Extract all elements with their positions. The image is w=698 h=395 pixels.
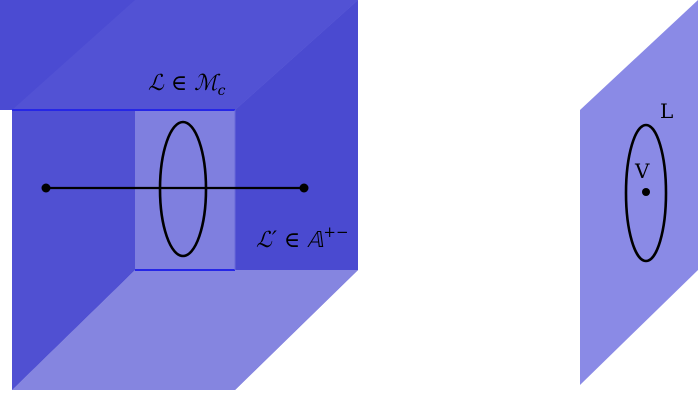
- label-top: ℒ ∈ ℳc: [148, 71, 226, 99]
- line-endpoint-right: [299, 183, 309, 193]
- line-endpoint-left: [41, 183, 51, 193]
- plane-point-label: V: [634, 159, 650, 183]
- plane-loop-label: L: [660, 99, 673, 123]
- loop-ellipse: [158, 120, 208, 258]
- cube-top-face: [12, 0, 358, 110]
- cube-front-window: [135, 110, 235, 270]
- plane-point: [642, 188, 650, 196]
- cube: [0, 0, 358, 390]
- cube-bottom-face: [12, 270, 358, 390]
- cube-front-face: [12, 110, 135, 390]
- label-right: ℒ′ ∈ 𝔸+−: [256, 223, 349, 253]
- plane: [580, 0, 698, 385]
- plane-loop-ellipse: [624, 123, 668, 263]
